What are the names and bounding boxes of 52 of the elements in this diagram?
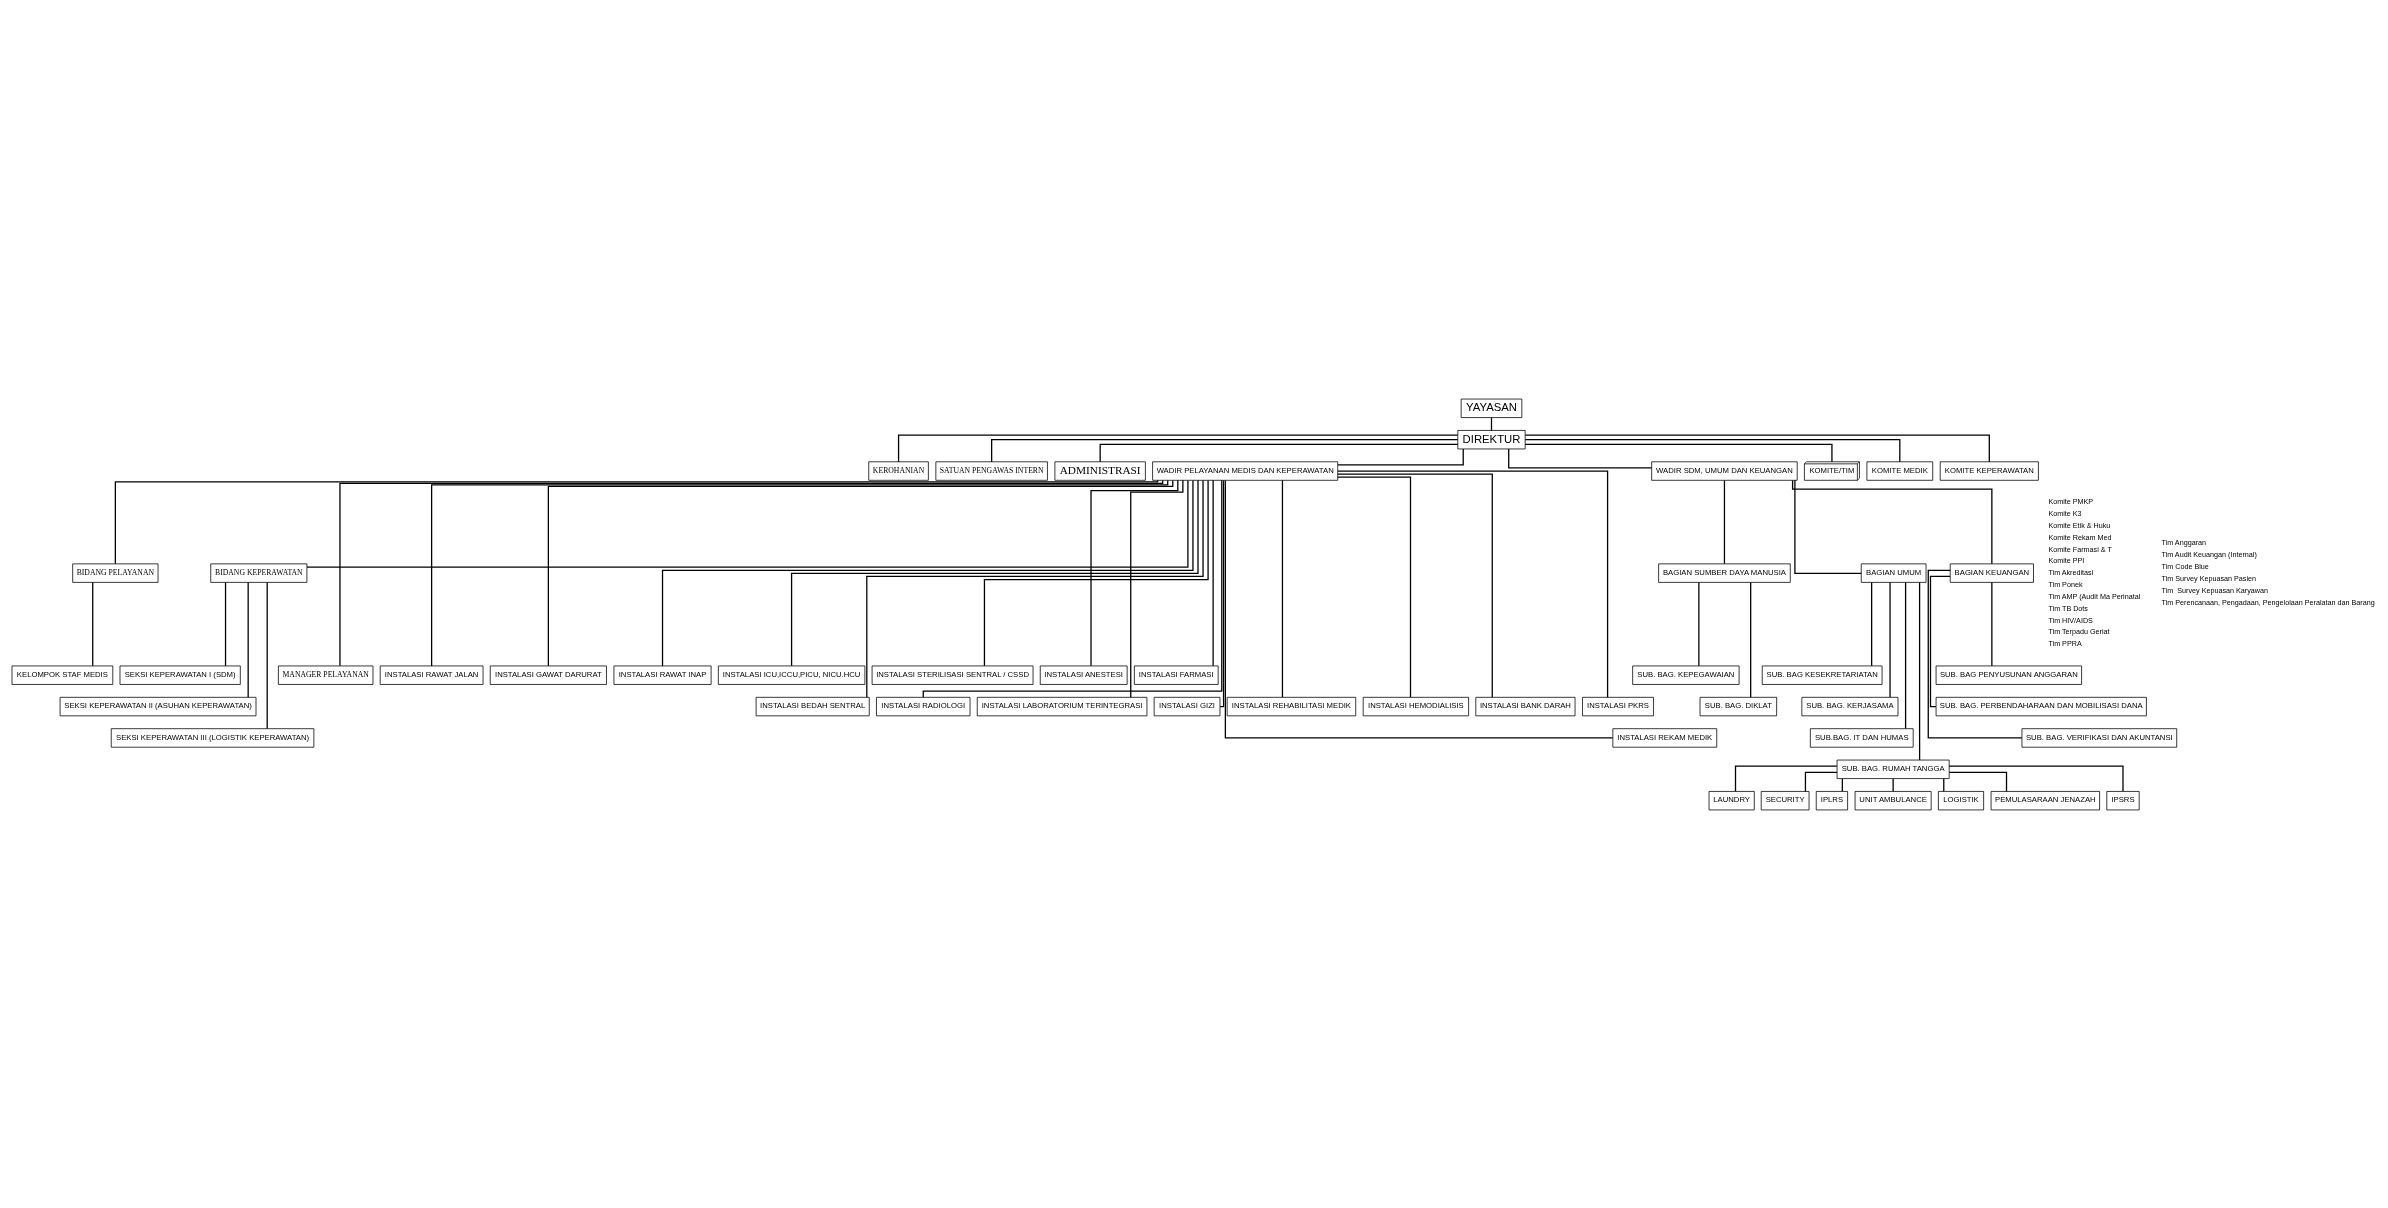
- connector: [1918, 581, 1921, 761]
- node-box: ADMINISTRASI: [1054, 460, 1146, 481]
- connector: [306, 479, 1189, 568]
- connector: [661, 479, 1194, 667]
- connector: [1337, 447, 1464, 466]
- connector: [1224, 479, 1614, 739]
- connector: [1524, 433, 1990, 462]
- connector: [1791, 479, 1993, 564]
- node-box: MANAGER PELAYANAN: [278, 665, 374, 685]
- connector: [1508, 447, 1653, 469]
- connector: [1524, 438, 1901, 462]
- connector: [790, 479, 1199, 666]
- connector: [1099, 443, 1459, 462]
- connector: [1212, 479, 1214, 666]
- connector: [1130, 479, 1184, 698]
- connector: [1794, 479, 1862, 574]
- node-box: DIREKTUR: [1457, 429, 1526, 449]
- connector: [1904, 581, 1907, 729]
- node-box: YAYASAN: [1460, 398, 1523, 418]
- connector: [1804, 771, 1838, 792]
- connector: [922, 479, 1223, 698]
- node-box: SATUAN PENGAWAS INTERN: [935, 460, 1048, 481]
- connector: [1524, 443, 1833, 462]
- connector: [1281, 479, 1284, 698]
- connector: [897, 433, 1459, 462]
- connector: [1948, 771, 2008, 792]
- connector: [983, 479, 1209, 666]
- connector: [1219, 479, 1225, 707]
- connector: [1698, 581, 1700, 666]
- connector: [1337, 469, 1609, 698]
- node-box: BIDANG PELAYANAN: [72, 563, 159, 583]
- connector: [1750, 581, 1752, 698]
- connector: [1090, 479, 1179, 666]
- connector: [224, 581, 227, 666]
- connector: [866, 479, 1204, 698]
- connector: [991, 438, 1459, 462]
- connector: [1871, 581, 1873, 666]
- node-box: KEROHANIAN: [868, 460, 929, 481]
- connector: [92, 581, 94, 666]
- connector: [1927, 569, 2023, 739]
- connector: [1889, 581, 1891, 698]
- connector: [1991, 581, 1993, 666]
- connector: [114, 479, 1159, 564]
- connector: [547, 479, 1174, 666]
- connector: [1337, 476, 1412, 698]
- connector: [1892, 777, 1894, 792]
- connector: [247, 581, 249, 698]
- connector: [1929, 575, 1951, 707]
- connector: [1723, 479, 1726, 564]
- connector: [1337, 473, 1493, 698]
- node-box: BIDANG KEPERAWATAN: [210, 563, 308, 583]
- connector: [266, 581, 268, 729]
